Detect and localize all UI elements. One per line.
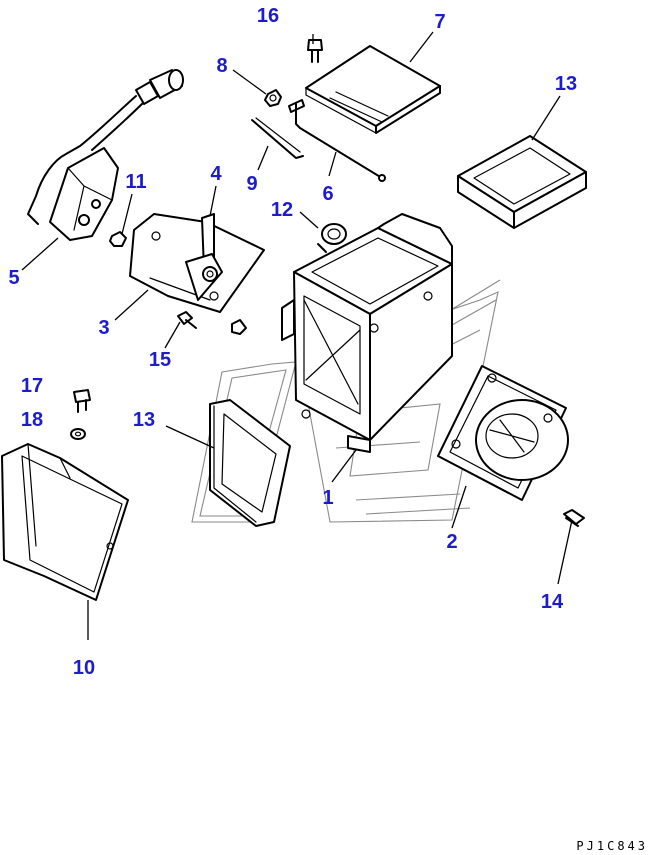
part-8-nut (264, 89, 282, 107)
callout-labels: 16 7 8 13 11 4 9 6 12 5 3 15 17 18 13 1 … (8, 5, 577, 679)
callout-17: 17 (21, 375, 43, 397)
part-2-fan-motor (437, 365, 569, 501)
part-13-upper-seal (457, 135, 587, 229)
callout-13-upper: 13 (555, 73, 577, 95)
callout-4: 4 (210, 163, 222, 185)
callout-5: 5 (8, 267, 19, 289)
part-4-lever (185, 213, 223, 301)
part-17-bolt (73, 389, 91, 413)
callout-6: 6 (322, 183, 333, 205)
part-6-rod (288, 99, 386, 182)
part-16-bolt (307, 39, 323, 63)
part-12-grommet (317, 223, 347, 253)
part-14-bolt (563, 509, 585, 527)
callout-1: 1 (322, 487, 333, 509)
part-18-washer (70, 428, 86, 440)
callout-14: 14 (541, 591, 564, 613)
callout-7: 7 (434, 11, 445, 33)
callout-3: 3 (98, 317, 109, 339)
callout-15: 15 (149, 349, 171, 371)
part-13-lower-seal (209, 399, 291, 527)
part-1-housing (281, 213, 453, 453)
callout-8: 8 (216, 55, 227, 77)
callout-11: 11 (125, 171, 146, 193)
callout-12: 12 (271, 199, 293, 221)
callout-10: 10 (73, 657, 95, 679)
callout-16: 16 (257, 5, 279, 27)
leader-lines (21, 31, 573, 640)
part-7-filter-plate (305, 45, 441, 134)
part-10-cover (1, 443, 129, 601)
part-9-wire-link (251, 117, 304, 159)
callout-18: 18 (21, 409, 43, 431)
callout-2: 2 (446, 531, 457, 553)
part-11-nut (109, 231, 127, 247)
callout-9: 9 (246, 173, 257, 195)
part-5-actuator (27, 69, 184, 241)
part-15-screw (177, 311, 247, 335)
callout-13-lower: 13 (133, 409, 155, 431)
drawing-reference-code: PJ1C843 (576, 839, 648, 853)
